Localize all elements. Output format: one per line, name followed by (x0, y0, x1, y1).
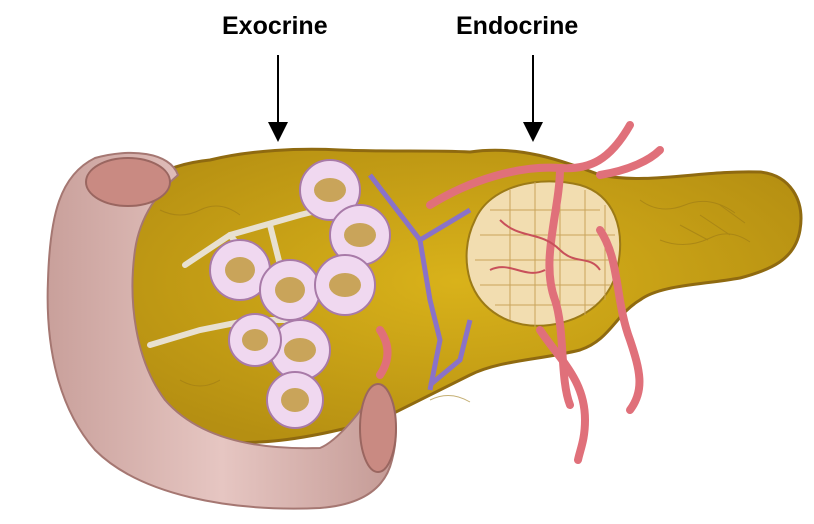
islet-of-langerhans (467, 181, 621, 325)
duodenum-opening-top (86, 158, 170, 206)
duodenum-opening-bottom (360, 384, 396, 472)
